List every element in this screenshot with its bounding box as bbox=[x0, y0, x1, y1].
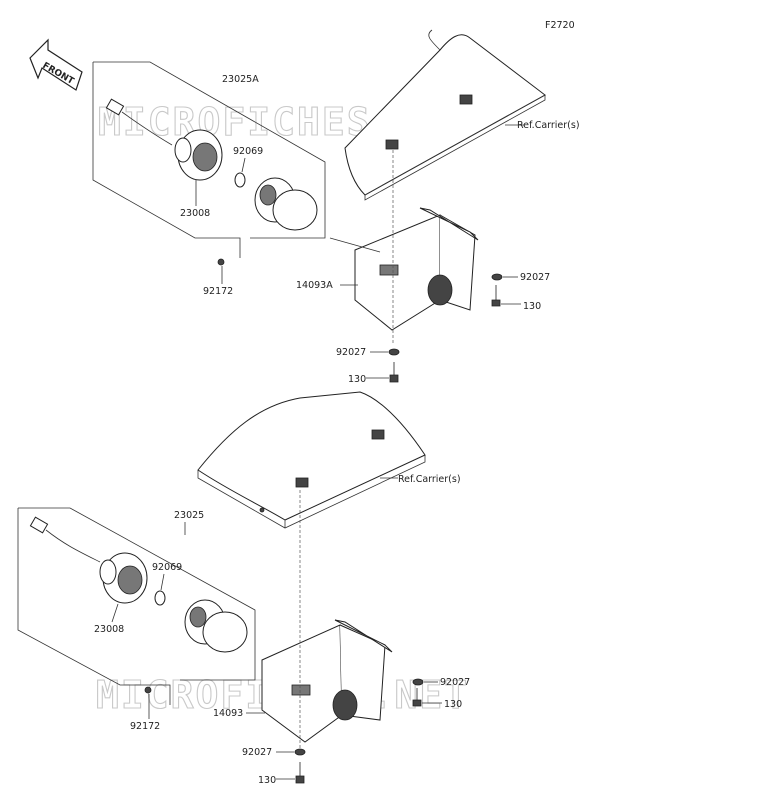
bottom-bolt-right bbox=[412, 688, 422, 707]
bottom-lamp bbox=[184, 599, 248, 653]
bottom-washer-right bbox=[412, 678, 424, 686]
top-screw-label: 92172 bbox=[203, 286, 233, 297]
bottom-ref-label: Ref.Carrier(s) bbox=[398, 474, 461, 485]
top-assembly-outline bbox=[92, 61, 326, 258]
bottom-assembly-label: 23025 bbox=[174, 510, 204, 521]
bottom-connector bbox=[29, 516, 101, 563]
bottom-washer-bottom bbox=[294, 748, 306, 756]
bottom-assembly-outline bbox=[17, 507, 256, 705]
top-ref-label: Ref.Carrier(s) bbox=[517, 120, 580, 131]
top-screw bbox=[217, 258, 225, 266]
top-washer-bottom bbox=[388, 348, 400, 356]
top-socket-label: 23008 bbox=[180, 208, 210, 219]
bottom-mount-bracket bbox=[261, 619, 393, 743]
bottom-bulb-label: 92069 bbox=[152, 562, 182, 573]
front-arrow-icon: FRONT bbox=[29, 38, 83, 91]
bottom-bolt-right-label: 130 bbox=[444, 699, 462, 710]
top-bulb bbox=[234, 172, 246, 188]
bottom-bolt-bottom bbox=[295, 762, 305, 784]
top-mount-bracket bbox=[354, 207, 479, 331]
top-washer-bottom-label: 92027 bbox=[336, 347, 366, 358]
figure-code: F2720 bbox=[545, 20, 575, 31]
top-washer-right-label: 92027 bbox=[520, 272, 550, 283]
bottom-bolt-bottom-label: 130 bbox=[258, 775, 276, 786]
bottom-group: Ref.Carrier(s) 23025 23008 92069 bbox=[17, 391, 470, 786]
top-bolt-bottom-label: 130 bbox=[348, 374, 366, 385]
top-lamp bbox=[254, 177, 318, 231]
bottom-carrier-plate bbox=[197, 391, 426, 529]
top-group: Ref.Carrier(s) 23025A 23008 92069 bbox=[92, 29, 580, 385]
top-socket bbox=[174, 129, 223, 181]
top-washer-right bbox=[491, 273, 503, 281]
top-bulb-label: 92069 bbox=[233, 146, 263, 157]
top-carrier-plate bbox=[344, 29, 546, 201]
top-bolt-bottom bbox=[389, 362, 399, 383]
bottom-washer-bottom-label: 92027 bbox=[242, 747, 272, 758]
bottom-screw-label: 92172 bbox=[130, 721, 160, 732]
top-bolt-right-label: 130 bbox=[523, 301, 541, 312]
top-connector bbox=[105, 98, 173, 146]
bottom-socket bbox=[99, 552, 148, 604]
top-assembly-label: 23025A bbox=[222, 74, 259, 85]
bottom-socket-label: 23008 bbox=[94, 624, 124, 635]
bottom-washer-right-label: 92027 bbox=[440, 677, 470, 688]
top-bracket-label: 14093A bbox=[296, 280, 333, 291]
bottom-bulb bbox=[154, 590, 166, 606]
top-bolt-right bbox=[491, 285, 501, 307]
bottom-bracket-label: 14093 bbox=[213, 708, 243, 719]
bottom-screw bbox=[144, 686, 152, 694]
